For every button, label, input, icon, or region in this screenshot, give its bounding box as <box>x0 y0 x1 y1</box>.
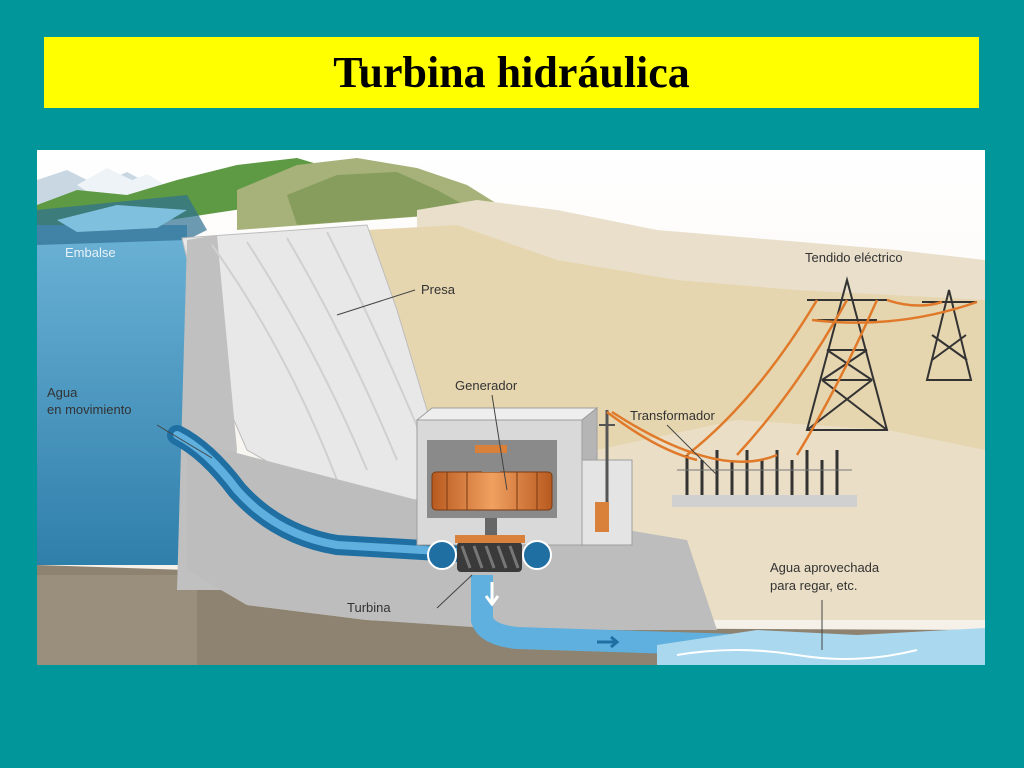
lake <box>57 205 187 232</box>
label-presa: Presa <box>421 282 456 297</box>
turbine <box>427 535 552 572</box>
substation <box>672 450 857 507</box>
label-turbina: Turbina <box>347 600 391 615</box>
power-cables <box>606 298 978 463</box>
slide-title: Turbina hidráulica <box>333 48 690 97</box>
leader-lines <box>156 289 823 650</box>
label-transformador: Transformador <box>630 408 715 423</box>
hydro-illustration: Embalse Presa Agua en movimiento Generad… <box>37 150 985 665</box>
tower-small <box>922 289 977 381</box>
label-aprovechada-2: para regar, etc. <box>770 578 857 593</box>
generator <box>431 445 553 540</box>
label-generador: Generador <box>455 378 518 393</box>
label-agua-1: Agua <box>47 385 78 400</box>
transformer <box>581 410 633 546</box>
reservoir-water <box>37 225 187 565</box>
hydro-diagram: Embalse Presa Agua en movimiento Generad… <box>37 150 985 665</box>
irrigation-water <box>657 628 985 665</box>
label-tendido: Tendido eléctrico <box>805 250 903 265</box>
label-embalse: Embalse <box>65 245 116 260</box>
title-bar: Turbina hidráulica <box>44 37 979 108</box>
label-agua-2: en movimiento <box>47 402 132 417</box>
label-aprovechada-1: Agua aprovechada <box>770 560 880 575</box>
tailrace <box>471 575 738 656</box>
